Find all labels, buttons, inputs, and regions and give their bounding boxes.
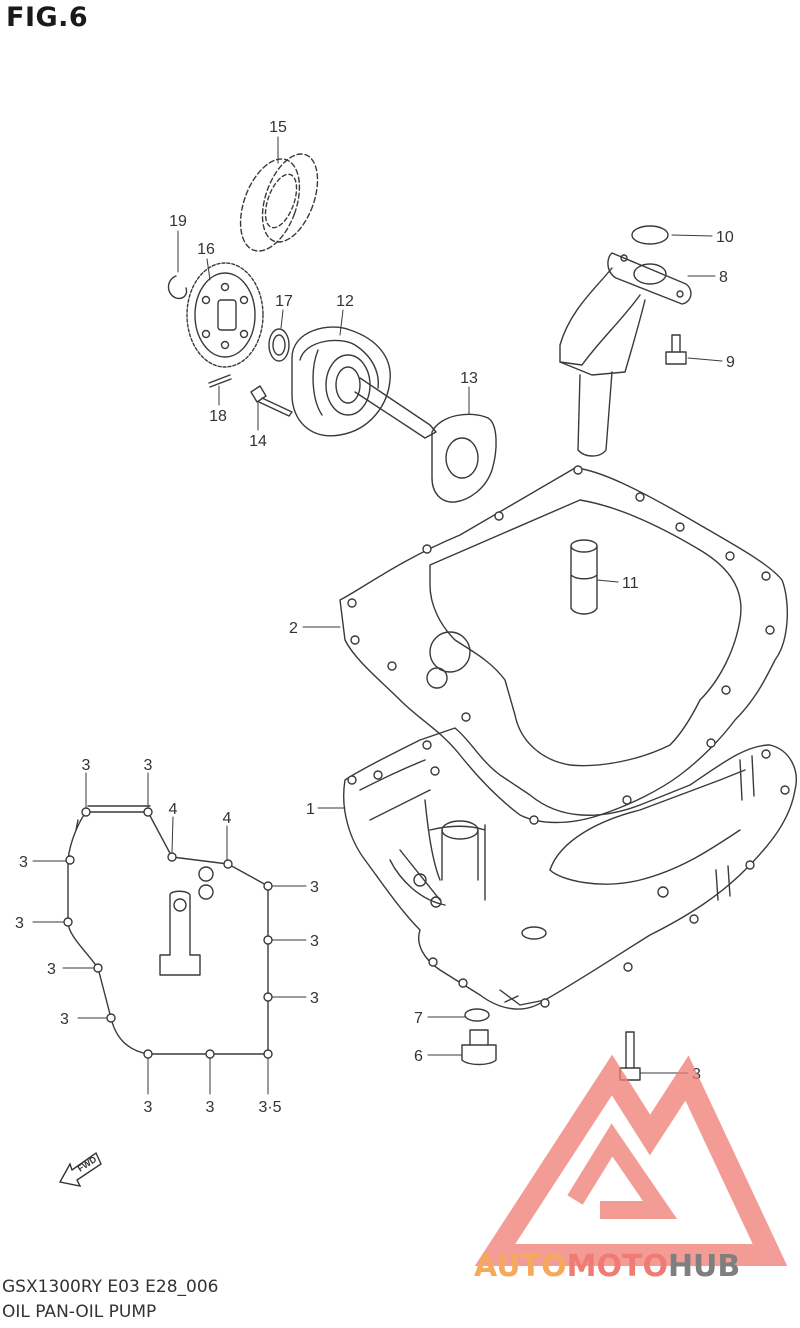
gasket-part-13 xyxy=(431,413,497,503)
label-3: 3 xyxy=(15,915,24,932)
label-12: 12 xyxy=(336,293,354,310)
label-13: 13 xyxy=(460,370,478,387)
pipe-part-11 xyxy=(570,539,598,615)
label-18: 18 xyxy=(209,408,227,425)
label-4: 4 xyxy=(223,810,232,827)
label-19: 19 xyxy=(169,213,187,230)
label-9: 9 xyxy=(726,354,735,371)
label-2: 2 xyxy=(289,620,298,637)
drain-plug-part-6 xyxy=(461,1029,497,1066)
watermark-hub: HUB xyxy=(668,1249,740,1284)
label-16: 16 xyxy=(197,241,215,258)
oil-pan-gasket-part-2 xyxy=(339,465,789,825)
watermark-logo xyxy=(474,1054,788,1266)
label-4: 4 xyxy=(169,801,178,818)
label-8: 8 xyxy=(719,269,728,286)
label-3-5: 3·5 xyxy=(258,1099,281,1116)
label-3: 3 xyxy=(206,1099,215,1116)
section-name: OIL PAN-OIL PUMP xyxy=(2,1302,157,1322)
label-3: 3 xyxy=(310,990,319,1007)
figure-title: FIG.6 xyxy=(6,2,89,33)
label-3: 3 xyxy=(47,961,56,978)
watermark-moto: MOTO xyxy=(567,1249,668,1284)
label-3: 3 xyxy=(310,879,319,896)
label-6: 6 xyxy=(414,1048,423,1065)
label-3: 3 xyxy=(19,854,28,871)
oil-pan-part-1 xyxy=(343,727,797,1010)
clip-part-19 xyxy=(167,275,188,300)
oil-strainer-part-8 xyxy=(559,252,692,457)
label-3: 3 xyxy=(60,1011,69,1028)
bolt-part-9 xyxy=(665,334,687,365)
model-code: GSX1300RY E03 E28_006 xyxy=(2,1277,219,1297)
label-11: 11 xyxy=(622,575,639,592)
label-3: 3 xyxy=(310,933,319,950)
label-3: 3 xyxy=(144,1099,153,1116)
footer: GSX1300RY E03 E28_006 OIL PAN-OIL PUMP xyxy=(2,1275,218,1325)
bolt-part-14 xyxy=(250,385,293,417)
pin-part-18 xyxy=(208,374,232,388)
drive-gear-part-16 xyxy=(186,262,264,368)
washer-part-17 xyxy=(268,328,290,362)
oil-pan-top-view xyxy=(63,805,273,1059)
label-14: 14 xyxy=(249,433,267,450)
label-3: 3 xyxy=(82,757,91,774)
label-17: 17 xyxy=(275,293,293,310)
washer-part-7 xyxy=(464,1008,490,1022)
fwd-arrow-icon: FWD xyxy=(58,1151,102,1187)
svg-text:AUTOMOTOHUB: AUTOMOTOHUB xyxy=(474,1249,740,1284)
leader-lines xyxy=(32,136,723,1095)
label-15: 15 xyxy=(269,119,287,136)
gear-ring-part-15 xyxy=(239,153,319,252)
watermark-auto: AUTO xyxy=(474,1249,567,1284)
label-10: 10 xyxy=(716,229,734,246)
o-ring-part-10 xyxy=(631,225,669,245)
callout-labels: 15 19 16 17 12 18 14 13 10 8 9 11 2 1 7 … xyxy=(15,119,735,1116)
label-7: 7 xyxy=(414,1010,423,1027)
label-1: 1 xyxy=(306,801,315,818)
watermark-text: AUTOMOTOHUB xyxy=(474,1249,740,1284)
label-3: 3 xyxy=(144,757,153,774)
oil-pump-part-12 xyxy=(291,326,437,439)
